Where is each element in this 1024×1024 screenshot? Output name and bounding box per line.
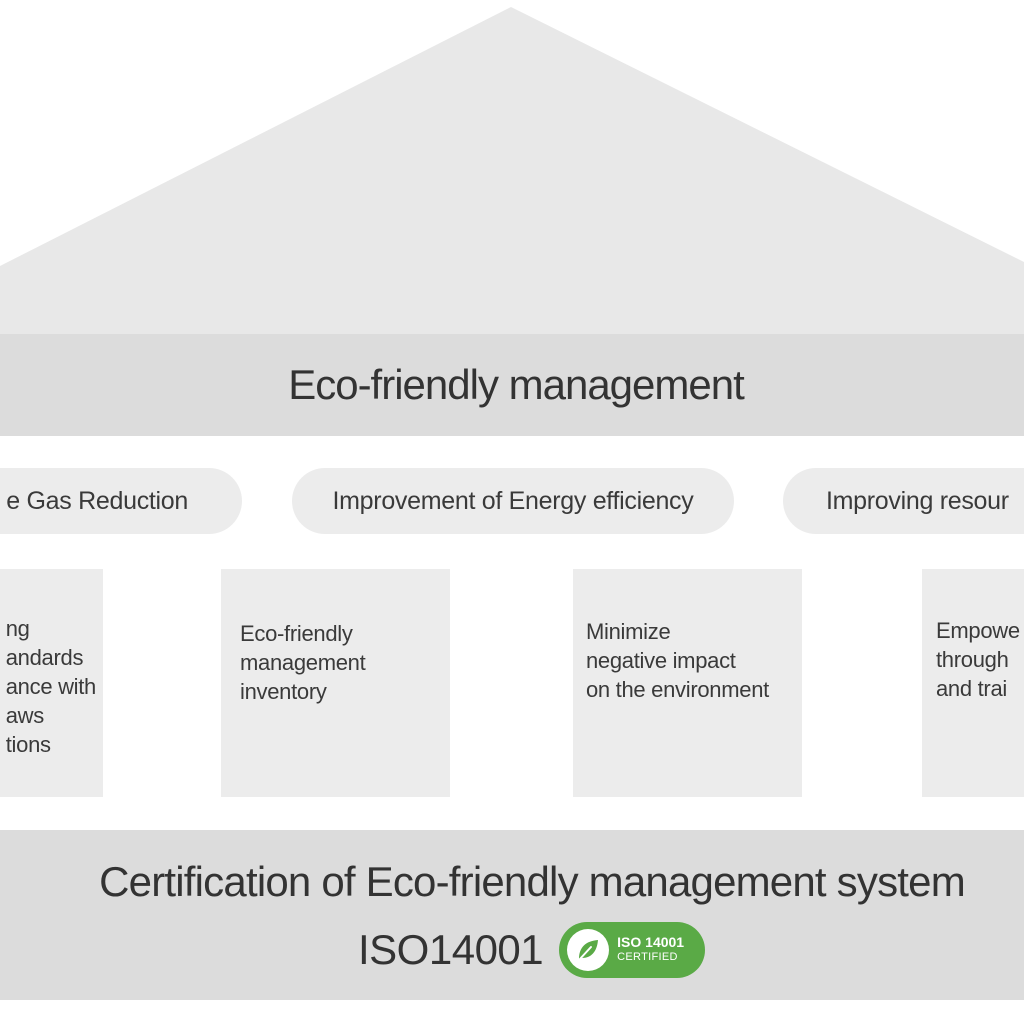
pillar-line: inventory (240, 679, 327, 704)
pillar-text: Empowe through and trai (936, 616, 1020, 703)
goal-label: Improving resour (826, 486, 1009, 515)
pillar-line: Eco-friendly (240, 621, 353, 646)
pillar-inventory: Eco-friendly management inventory (221, 569, 450, 797)
management-beam: Eco-friendly management (0, 334, 1024, 436)
pillar-line: tions (5, 732, 51, 757)
iso-certified-badge: ISO 14001 CERTIFIED (559, 922, 706, 978)
pillar-empowerment: Empowe through and trai (922, 569, 1024, 797)
goal-pill-resources: Improving resour (783, 468, 1024, 534)
pillar-text: ng andards ance with aws tions (5, 614, 97, 759)
pillar-line: on the environment (586, 677, 769, 702)
pillar-line: Minimize (586, 619, 671, 644)
iso-standard: ISO14001 (358, 926, 544, 973)
goal-label: e Gas Reduction (6, 486, 188, 515)
roof-triangle (0, 7, 1024, 334)
pillar-line: and trai (936, 676, 1007, 701)
beam-title: Eco-friendly management (288, 361, 745, 408)
pillar-line: Empowe (936, 618, 1020, 643)
pillar-line: ance with (5, 674, 97, 699)
goal-label: Improvement of Energy efficiency (332, 486, 694, 515)
pillar-minimize-impact: Minimize negative impact on the environm… (573, 569, 802, 797)
foundation-title: Certification of Eco-friendly management… (99, 858, 966, 905)
badge-text: ISO 14001 CERTIFIED (617, 935, 684, 965)
pillar-line: andards (5, 645, 84, 670)
pillar-line: management (240, 650, 366, 675)
pillar-line: negative impact (586, 648, 736, 673)
leaf-icon (567, 929, 610, 971)
pillar-text: Eco-friendly management inventory (240, 619, 366, 706)
badge-subtitle: CERTIFIED (617, 951, 678, 963)
goal-pill-gas-reduction: e Gas Reduction (0, 468, 242, 534)
roof (0, 7, 1024, 334)
iso-row: ISO14001 ISO 14001 CERTIFIED (358, 922, 706, 978)
pillar-line: through (936, 647, 1009, 672)
pillar-line: aws (5, 703, 45, 728)
badge-title: ISO 14001 (617, 934, 685, 950)
goal-pill-energy-efficiency: Improvement of Energy efficiency (292, 468, 734, 534)
pillar-line: ng (5, 616, 30, 641)
certification-foundation: Certification of Eco-friendly management… (0, 830, 1024, 1000)
pillar-standards: ng andards ance with aws tions (0, 569, 103, 797)
pillar-text: Minimize negative impact on the environm… (586, 617, 769, 704)
